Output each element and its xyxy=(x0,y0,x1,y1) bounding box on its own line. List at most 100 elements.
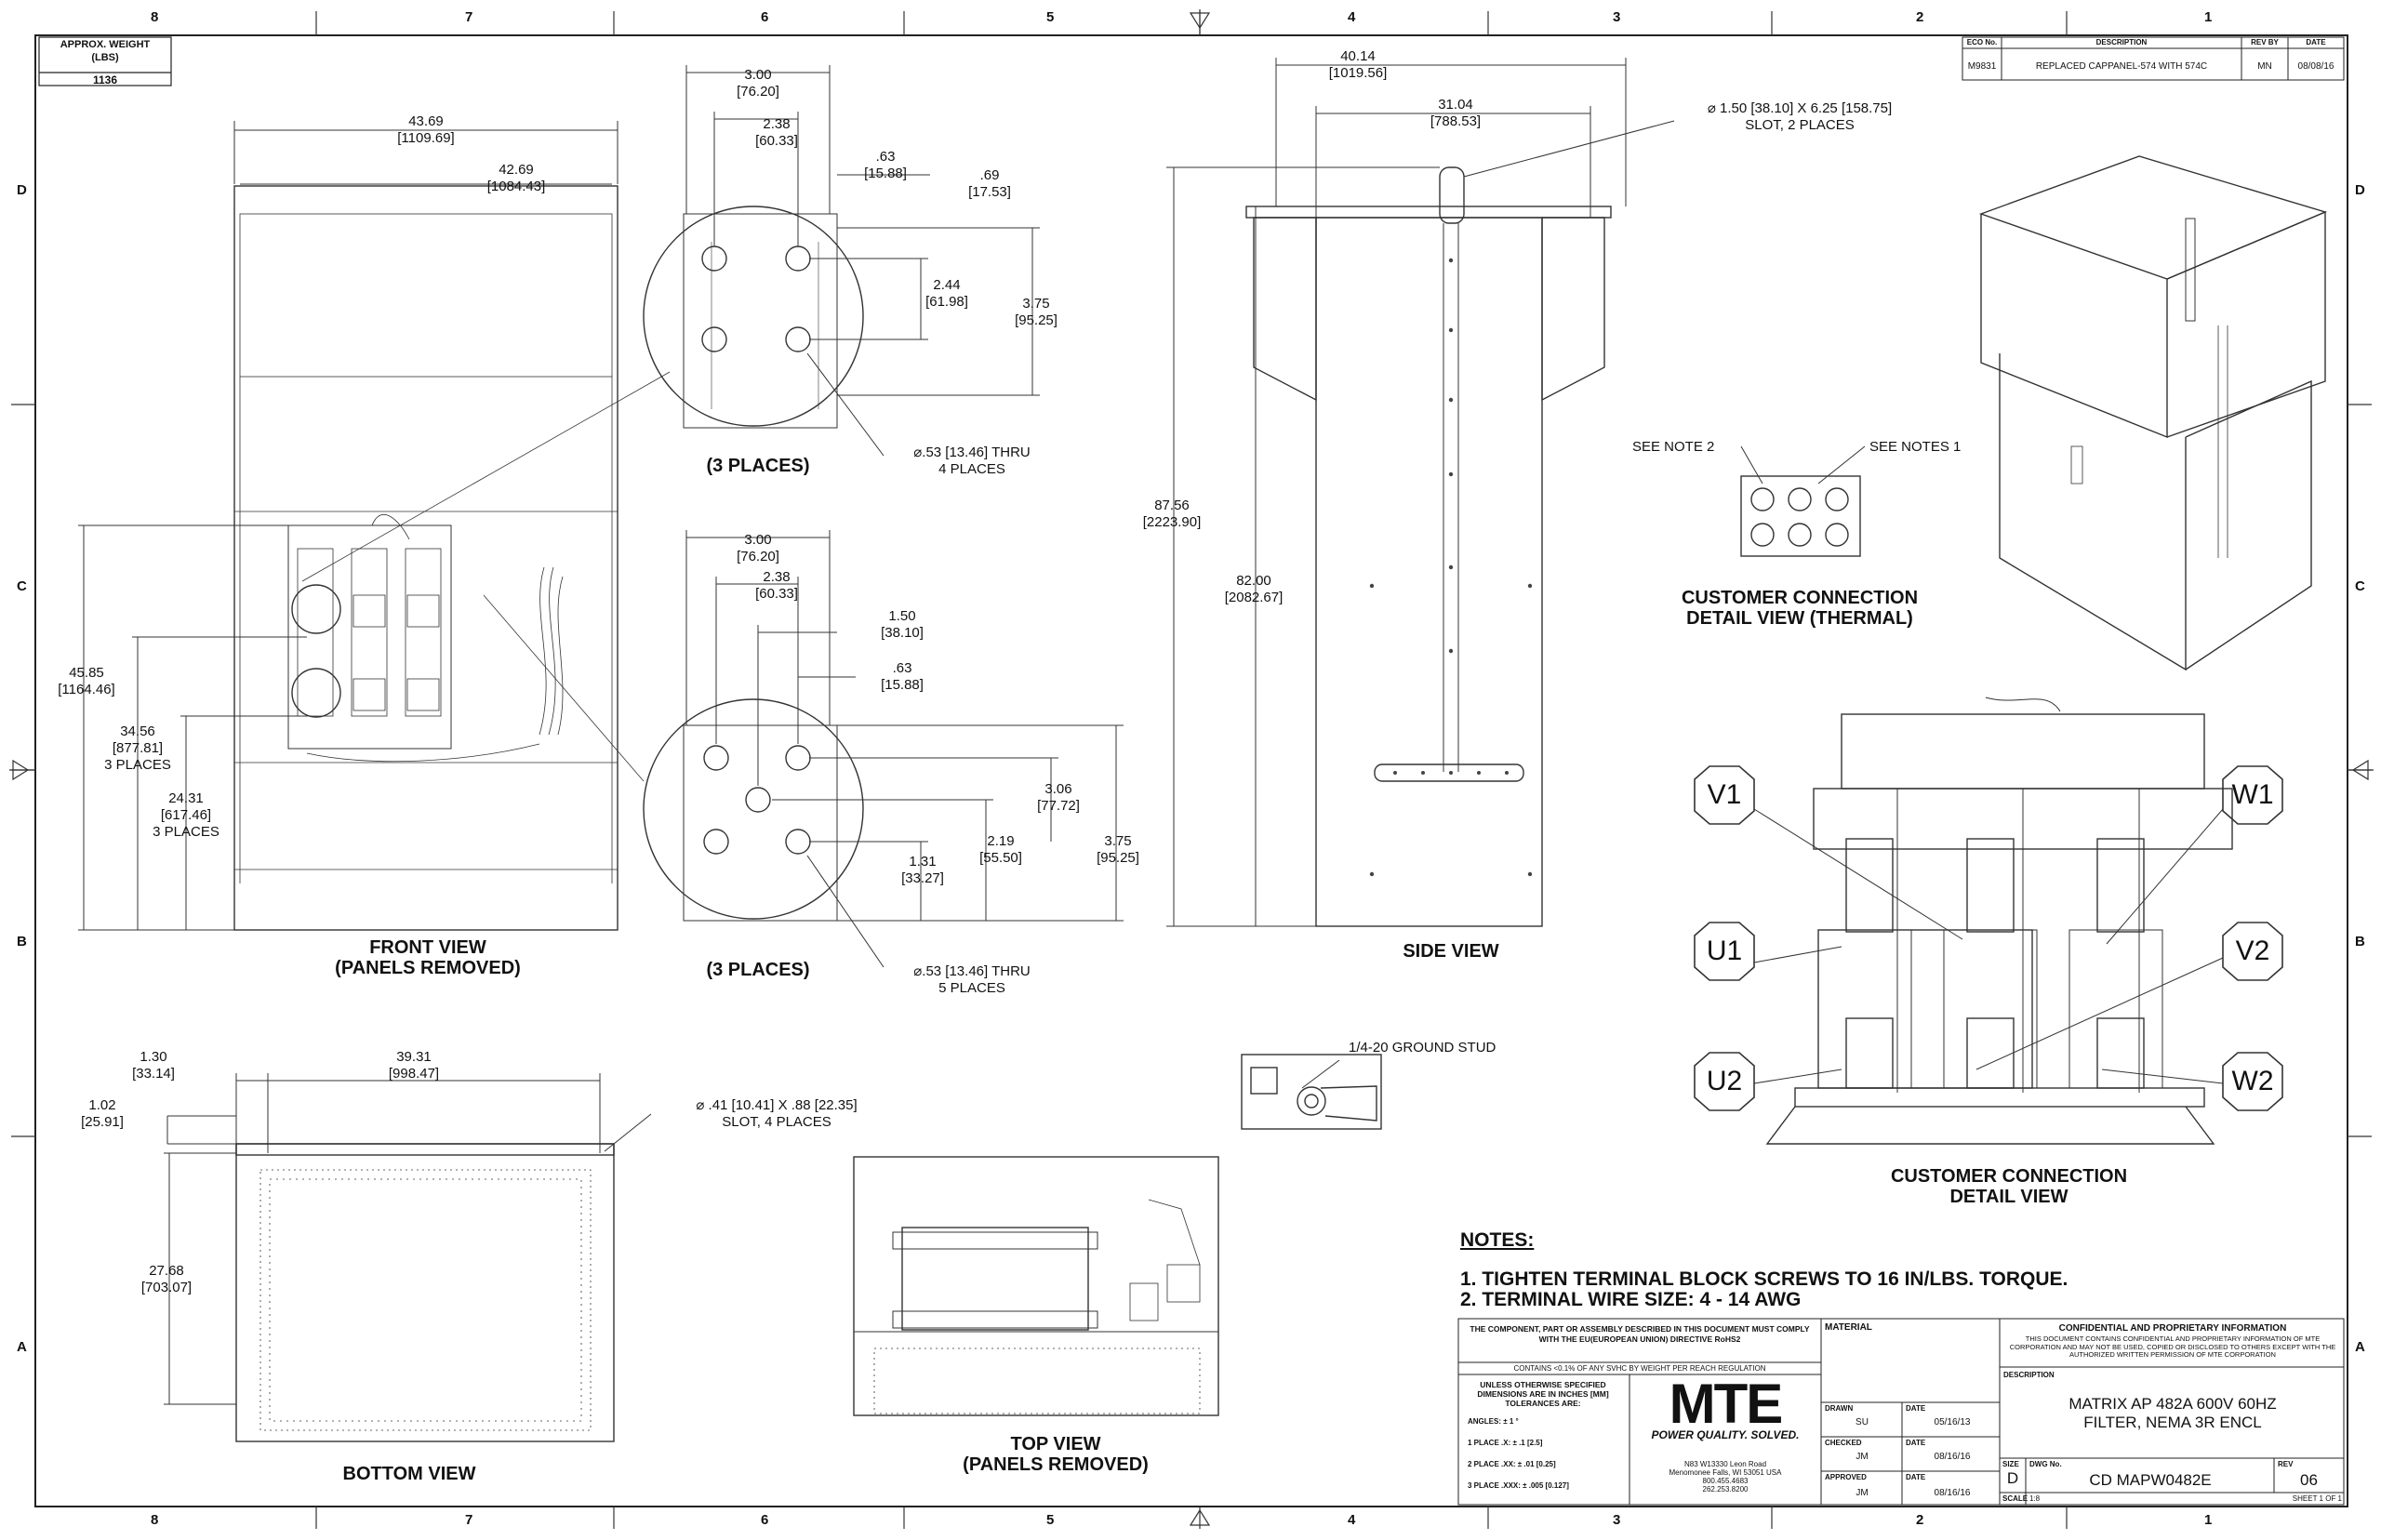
zone-col-8: 8 xyxy=(151,9,159,25)
terminal-w2: W2 xyxy=(2231,1066,2274,1096)
side-dim-w2: 31.04[788.53] xyxy=(1430,97,1482,129)
zone-col-8-bottom: 8 xyxy=(151,1512,159,1528)
tb-drawn-date-label: DATE xyxy=(1906,1404,1926,1413)
detail-top-title: (3 PLACES) xyxy=(706,456,810,476)
rev-date: 08/08/16 xyxy=(2297,61,2334,72)
tb-tolerance-header: UNLESS OTHERWISE SPECIFIED DIMENSIONS AR… xyxy=(1477,1380,1609,1408)
zone-row-d-right: D xyxy=(2355,182,2365,198)
terminal-u1: U1 xyxy=(1706,936,1743,966)
terminal-v1: V1 xyxy=(1707,779,1742,810)
tb-scale: 1:8 xyxy=(2029,1494,2041,1503)
tb-drawn-date: 05/16/13 xyxy=(1934,1417,1971,1427)
bv-dim-b: 39.31[998.47] xyxy=(388,1049,440,1082)
zone-col-4-bottom: 4 xyxy=(1348,1512,1356,1528)
dt-dim-d: .69[17.53] xyxy=(968,167,1011,200)
revision-table xyxy=(1962,36,2345,81)
thermal-terminal-block xyxy=(1740,445,1866,557)
tb-phone2: 262.253.8200 xyxy=(1702,1485,1749,1494)
side-dim-h2: 82.00[2082.67] xyxy=(1224,573,1284,605)
tb-approved-label: APPROVED xyxy=(1825,1473,1867,1481)
front-view xyxy=(233,185,619,931)
weight-box xyxy=(38,36,172,86)
zone-row-a-right: A xyxy=(2355,1339,2365,1355)
rev-header-revby: REV BY xyxy=(2251,38,2279,46)
zone-col-1: 1 xyxy=(2204,9,2213,25)
tb-description-2: FILTER, NEMA 3R ENCL xyxy=(2083,1414,2262,1431)
db-dim-g: 2.19[55.50] xyxy=(979,833,1022,866)
zone-col-7-bottom: 7 xyxy=(465,1512,473,1528)
front-dim-width-inner: 42.69[1084.43] xyxy=(486,162,546,194)
mte-tagline: POWER QUALITY. SOLVED. xyxy=(1651,1428,1800,1441)
tb-sheet: SHEET 1 OF 1 xyxy=(2292,1494,2342,1503)
zone-col-1-bottom: 1 xyxy=(2204,1512,2213,1528)
dt-dim-e: 2.44[61.98] xyxy=(925,277,968,310)
db-dim-a: 3.00[76.20] xyxy=(737,532,779,564)
zone-col-7: 7 xyxy=(465,9,473,25)
zone-row-a: A xyxy=(17,1339,27,1355)
tb-approved-by: JM xyxy=(1856,1488,1869,1498)
tb-reach: CONTAINS <0.1% OF ANY SVHC BY WEIGHT PER… xyxy=(1513,1364,1766,1373)
db-dim-f: 1.31[33.27] xyxy=(901,854,944,886)
side-view-dimension-lines xyxy=(1166,58,1675,927)
zone-row-b-right: B xyxy=(2355,934,2365,949)
tb-compliance: THE COMPONENT, PART OR ASSEMBLY DESCRIBE… xyxy=(1470,1324,1810,1344)
rev-header-date: DATE xyxy=(2306,38,2326,46)
db-dim-b: 2.38[60.33] xyxy=(755,569,798,602)
tb-description-label: DESCRIPTION xyxy=(2003,1371,2055,1379)
connection-detail-drawing xyxy=(1765,697,2233,1145)
side-dim-w1: 40.14[1019.56] xyxy=(1328,48,1388,81)
tb-dwg-label: DWG No. xyxy=(2029,1460,2062,1468)
centering-marks xyxy=(9,9,2374,1526)
detail-top-circle xyxy=(301,206,864,582)
tb-checked-date-label: DATE xyxy=(1906,1439,1926,1447)
ground-stud-label: 1/4-20 GROUND STUD xyxy=(1349,1040,1496,1055)
tb-angles: ANGLES: ± 1 ° xyxy=(1468,1417,1519,1426)
db-dim-e: 3.06[77.72] xyxy=(1037,781,1080,814)
note-1: 1. TIGHTEN TERMINAL BLOCK SCREWS TO 16 I… xyxy=(1460,1268,2068,1290)
tb-approved-date-label: DATE xyxy=(1906,1473,1926,1481)
front-view-dimension-lines xyxy=(78,121,619,931)
zone-row-c: C xyxy=(17,578,27,594)
iso-view xyxy=(1978,155,2328,671)
dt-dim-f: 3.75[95.25] xyxy=(1015,296,1057,328)
tb-place2: 2 PLACE .XX: ± .01 [0.25] xyxy=(1468,1460,1556,1468)
zone-col-3-bottom: 3 xyxy=(1613,1512,1621,1528)
side-view-title: SIDE VIEW xyxy=(1403,941,1499,962)
tb-place1: 1 PLACE .X: ± .1 [2.5] xyxy=(1468,1439,1543,1447)
weight-value: 1136 xyxy=(92,73,118,86)
tb-rev: 06 xyxy=(2300,1471,2318,1489)
detail-top-dimension-lines xyxy=(685,65,1040,457)
tb-drawn-label: DRAWN xyxy=(1825,1404,1854,1413)
front-dim-h3: 24.31[617.46]3 PLACES xyxy=(153,790,219,840)
zone-col-6-bottom: 6 xyxy=(761,1512,769,1528)
top-view-title: TOP VIEW(PANELS REMOVED) xyxy=(963,1434,1149,1475)
rev-header-description: DESCRIPTION xyxy=(2095,38,2148,46)
tb-material-label: MATERIAL xyxy=(1825,1322,1872,1333)
tb-size: D xyxy=(2006,1469,2019,1487)
tb-drawn-by: SU xyxy=(1856,1417,1869,1427)
tb-checked-by: JM xyxy=(1856,1452,1869,1462)
zone-row-b: B xyxy=(17,934,27,949)
tb-dwg-number: CD MAPW0482E xyxy=(2089,1471,2212,1489)
dt-dim-b: 2.38[60.33] xyxy=(755,116,798,149)
side-view-holes xyxy=(1369,258,1533,877)
front-dim-h1: 45.85[1164.46] xyxy=(58,665,115,697)
dt-dim-c: .63[15.88] xyxy=(864,149,907,181)
notes-heading: NOTES: xyxy=(1460,1229,1535,1251)
tb-scale-label: SCALE xyxy=(2002,1494,2029,1503)
front-dim-h2: 34.56[877.81]3 PLACES xyxy=(104,724,171,773)
tb-confidential-title: CONFIDENTIAL AND PROPRIETARY INFORMATION xyxy=(2058,1323,2287,1334)
bottom-view-dimension-lines xyxy=(164,1073,652,1405)
sheet-border xyxy=(34,34,2348,1507)
top-view xyxy=(853,1054,1382,1416)
rev-eco: M9831 xyxy=(1967,61,1997,72)
title-block xyxy=(1457,1318,2345,1506)
db-dim-d: .63[15.88] xyxy=(881,660,924,693)
tb-place3: 3 PLACE .XXX: ± .005 [0.127] xyxy=(1468,1481,1569,1490)
side-dim-h1: 87.56[2223.90] xyxy=(1142,498,1202,530)
tb-size-label: SIZE xyxy=(2002,1460,2019,1468)
tb-confidential-text: THIS DOCUMENT CONTAINS CONFIDENTIAL AND … xyxy=(2009,1334,2336,1359)
